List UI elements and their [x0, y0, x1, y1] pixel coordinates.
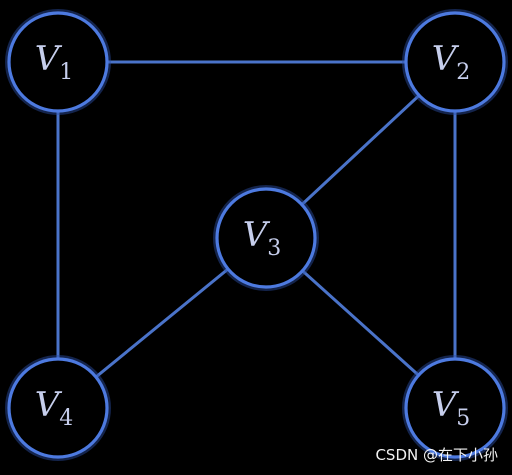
node-circle: [404, 11, 506, 113]
node-circle: [7, 357, 109, 459]
node-v2: V2: [402, 9, 508, 115]
node-label: V5: [432, 385, 471, 431]
node-circle: [215, 187, 317, 289]
node-v4: V4: [5, 355, 111, 461]
node-label-subscript: 3: [267, 236, 281, 261]
node-v5: V5: [402, 355, 508, 461]
node-label-subscript: 5: [456, 406, 470, 431]
node-circle: [7, 11, 109, 113]
node-v3: V3: [213, 185, 319, 291]
node-label-letter: V: [35, 385, 63, 425]
watermark-text: CSDN @在下小孙: [375, 446, 498, 464]
node-label-letter: V: [432, 385, 460, 425]
node-label-subscript: 2: [456, 60, 470, 85]
node-label: V2: [432, 39, 471, 85]
node-label-letter: V: [243, 215, 271, 255]
node-v1: V1: [5, 9, 111, 115]
node-label: V4: [35, 385, 74, 431]
node-label-letter: V: [432, 39, 460, 79]
node-label: V3: [243, 215, 282, 261]
node-label-subscript: 4: [59, 406, 73, 431]
node-label-subscript: 1: [59, 60, 73, 85]
node-label-letter: V: [35, 39, 63, 79]
node-circle: [404, 357, 506, 459]
node-label: V1: [35, 39, 74, 85]
